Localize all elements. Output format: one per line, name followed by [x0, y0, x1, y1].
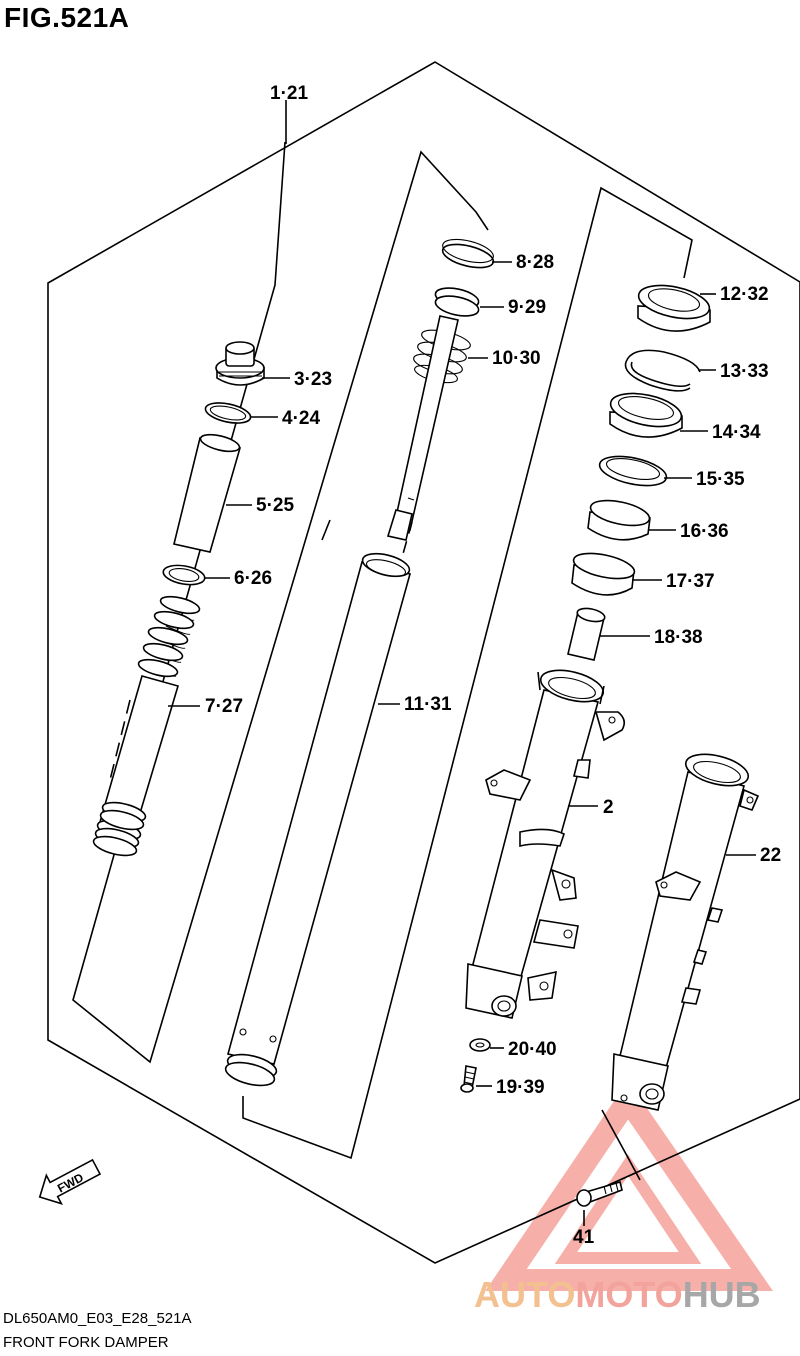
fork-spring [92, 595, 201, 857]
figure-code: DL650AM0_E03_E28_521A [3, 1310, 192, 1327]
figure-name: FRONT FORK DAMPER [3, 1334, 169, 1351]
callout-12: 12·32 [720, 284, 769, 305]
callout-13: 13·33 [720, 361, 769, 382]
watermark-triangle [485, 1080, 773, 1291]
fork-cap-bolt [215, 341, 265, 386]
callout-2: 2 [603, 797, 614, 818]
callout-20: 20·40 [508, 1039, 557, 1060]
fwd-direction-arrow: FWD [38, 1158, 102, 1205]
assembly-outline-hexagon [47, 61, 800, 1264]
spring-washer [162, 564, 206, 586]
callout-3: 3·23 [294, 369, 332, 390]
fork-outer-tube-left [465, 669, 626, 1019]
spacer-tube [173, 433, 241, 553]
damper-rod-top [434, 287, 480, 317]
callout-11: 11·31 [404, 694, 452, 715]
watermark-auto: AUTO [474, 1274, 576, 1315]
figure-title: FIG.521A [4, 2, 130, 33]
watermark-moto: MOTO [575, 1274, 683, 1315]
callout-9: 9·29 [508, 297, 546, 318]
o-ring [204, 402, 252, 424]
callout-5: 5·25 [256, 495, 294, 516]
callout-16: 16·36 [680, 521, 729, 542]
callout-8: 8·28 [516, 252, 554, 273]
fork-inner-tube [224, 552, 411, 1087]
callout-10: 10·30 [492, 348, 541, 369]
drain-bolt-gasket [469, 1038, 491, 1052]
callout-17: 17·37 [666, 571, 715, 592]
watermark-hub: HUB [682, 1274, 761, 1315]
slide-bush [571, 552, 636, 596]
damper-group-frame [72, 141, 489, 1064]
callout-14: 14·34 [712, 422, 761, 443]
damper-rod-bolt [460, 1065, 477, 1093]
axle-pinch-bolt [576, 1180, 623, 1207]
inner-tube-frame [242, 186, 693, 1160]
slide-ring [441, 238, 495, 269]
stopper-ring [624, 349, 701, 392]
callout-22: 22 [760, 845, 781, 866]
callout-6: 6·26 [234, 568, 272, 589]
callout-7: 7·27 [205, 696, 243, 717]
callout-4: 4·24 [282, 408, 320, 429]
callout-18: 18·38 [654, 627, 703, 648]
callout-1: 1·21 [270, 83, 308, 104]
callout-41: 41 [573, 1227, 595, 1248]
leader-lines [168, 100, 756, 1226]
oil-seal [609, 392, 683, 438]
watermark-logo-text: AUTOMOTOHUB [474, 1274, 761, 1316]
callout-labels: 1·21 2 3·23 4·24 5·25 6·26 7·27 8·28 9·2… [205, 83, 781, 1248]
guide-bush [587, 499, 651, 541]
inner-tube-frame-lower [321, 519, 331, 541]
callout-15: 15·35 [696, 469, 745, 490]
fork-outer-tube-right [611, 753, 760, 1111]
dust-seal [637, 284, 711, 332]
callout-19: 19·39 [496, 1077, 545, 1098]
damper-rod-shaft [386, 315, 459, 601]
oil-lock-piece [567, 607, 606, 661]
